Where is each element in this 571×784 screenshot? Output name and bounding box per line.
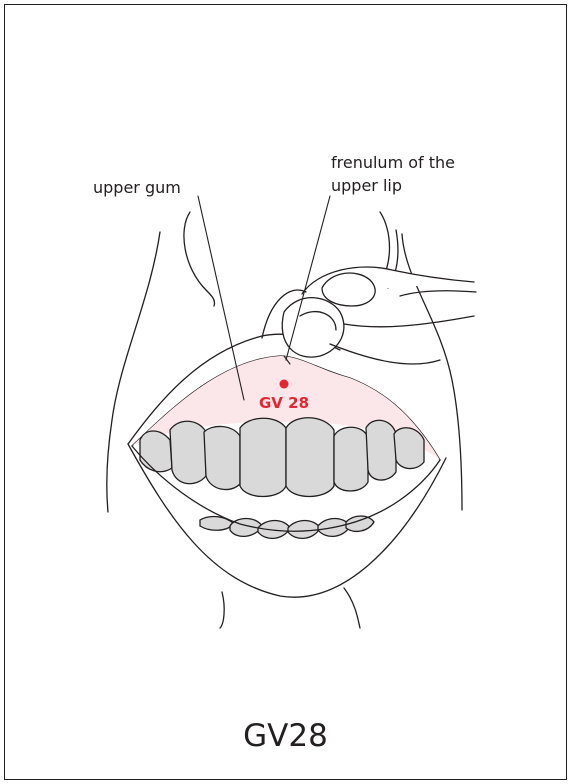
figure-title: GV28 [0, 718, 571, 754]
finger-thumb [282, 298, 344, 357]
gv28-point [280, 380, 289, 389]
upper-teeth [140, 418, 424, 497]
frenulum-label-line2: upper lip [331, 176, 402, 195]
upper-gum-leader [198, 196, 244, 400]
lower-teeth [200, 516, 374, 538]
nose-left [184, 212, 215, 306]
frenulum-label-line1: frenulum of the [331, 153, 455, 172]
upper-gum-label: upper gum [93, 178, 181, 197]
gv28-point-label: GV 28 [259, 394, 309, 412]
